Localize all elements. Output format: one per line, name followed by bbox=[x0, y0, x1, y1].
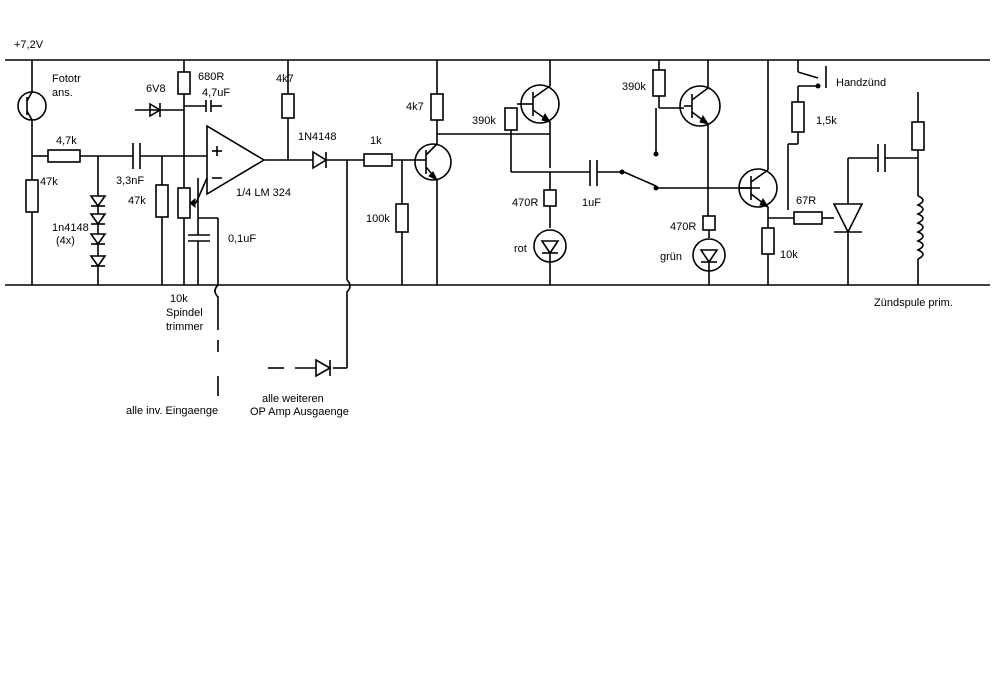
resistor-10k bbox=[761, 217, 794, 285]
diode-string-1n4148 bbox=[89, 156, 107, 285]
label-r-47k-mid: 47k bbox=[128, 195, 146, 207]
label-r-390k-a: 390k bbox=[472, 115, 496, 127]
capacitor-0u1 bbox=[188, 178, 219, 285]
label-c-4u7: 4,7uF bbox=[202, 87, 230, 99]
label-r-67: 67R bbox=[796, 195, 816, 207]
label-coil: Zündspule prim. bbox=[874, 297, 953, 309]
label-diodes-1: 1n4148 bbox=[52, 222, 89, 234]
label-r-470-a: 470R bbox=[512, 197, 538, 209]
label-fototr-2: ans. bbox=[52, 87, 73, 99]
resistor-390k-a bbox=[504, 107, 550, 173]
label-diodes-2: (4x) bbox=[56, 235, 75, 247]
label-supply: +7,2V bbox=[14, 39, 44, 51]
label-r-4k7-a: 4,7k bbox=[56, 135, 77, 147]
label-more-outputs-1: alle weiteren bbox=[262, 393, 324, 405]
capacitor-1u bbox=[550, 160, 620, 186]
label-trim-3: trimmer bbox=[166, 321, 204, 333]
label-r-100k: 100k bbox=[366, 213, 390, 225]
diode-bus bbox=[268, 160, 351, 378]
led-green bbox=[692, 238, 726, 285]
diode-1n4148 bbox=[312, 150, 364, 170]
label-opamp: 1/4 LM 324 bbox=[236, 187, 291, 199]
resistor-47k-bias bbox=[155, 156, 169, 285]
zener-6v8 bbox=[135, 102, 184, 118]
trimmer-10k bbox=[177, 177, 208, 285]
label-trim-1: 10k bbox=[170, 293, 188, 305]
inverting-inputs-bus bbox=[214, 284, 219, 396]
label-more-outputs-2: OP Amp Ausgaenge bbox=[250, 406, 349, 418]
capacitor-3n3 bbox=[132, 143, 207, 169]
resistor-4k7-pullup bbox=[281, 60, 295, 160]
resistor-680r bbox=[177, 60, 191, 188]
transistor-q3 bbox=[679, 60, 721, 216]
phototransistor bbox=[17, 60, 47, 180]
label-led-rot: rot bbox=[514, 243, 527, 255]
resistor-coil bbox=[911, 92, 925, 196]
label-d-1n4148: 1N4148 bbox=[298, 131, 337, 143]
label-r-4k7-c: 4k7 bbox=[406, 101, 424, 113]
label-r-1k: 1k bbox=[370, 135, 382, 147]
transistor-q2 bbox=[517, 60, 560, 168]
labels: +7,2V Fototr ans. 4,7k 47k 1n4148 (4x) 3… bbox=[14, 39, 953, 418]
transistor-q4 bbox=[738, 60, 778, 228]
resistor-47k-left bbox=[25, 179, 39, 285]
resistor-470r-b bbox=[702, 215, 716, 238]
transistor-q1 bbox=[414, 143, 452, 285]
label-c-1u: 1uF bbox=[582, 197, 601, 209]
capacitor-4u7 bbox=[184, 100, 222, 112]
resistor-1k bbox=[363, 153, 420, 167]
label-led-gruen: grün bbox=[660, 251, 682, 263]
resistor-67r bbox=[793, 211, 834, 225]
label-r-47k-left: 47k bbox=[40, 176, 58, 188]
opamp-lm324 bbox=[206, 124, 266, 196]
label-c-3n3: 3,3nF bbox=[116, 175, 144, 187]
ignition-coil bbox=[916, 195, 924, 285]
resistor-470r-a bbox=[543, 172, 557, 228]
label-fototr-1: Fototr bbox=[52, 73, 81, 85]
resistor-4k7-collector bbox=[430, 60, 550, 144]
capacitor-coil bbox=[877, 144, 918, 172]
label-c-0u1: 0,1uF bbox=[228, 233, 256, 245]
label-r-1k5: 1,5k bbox=[816, 115, 837, 127]
label-trim-2: Spindel bbox=[166, 307, 203, 319]
label-z-6v8: 6V8 bbox=[146, 83, 166, 95]
label-switch: Handzünd bbox=[836, 77, 886, 89]
led-red bbox=[533, 229, 567, 285]
label-r-470-b: 470R bbox=[670, 221, 696, 233]
label-r-4k7-b: 4k7 bbox=[276, 73, 294, 85]
label-r-390k-b: 390k bbox=[622, 81, 646, 93]
label-inv-inputs: alle inv. Eingaenge bbox=[126, 405, 218, 417]
label-r-10k: 10k bbox=[780, 249, 798, 261]
label-r-680: 680R bbox=[198, 71, 224, 83]
switch-handzuend bbox=[797, 60, 827, 102]
thyristor bbox=[832, 157, 878, 285]
resistor-100k bbox=[395, 160, 409, 285]
resistor-1k5 bbox=[787, 101, 805, 210]
resistor-4k7-input bbox=[47, 149, 133, 163]
